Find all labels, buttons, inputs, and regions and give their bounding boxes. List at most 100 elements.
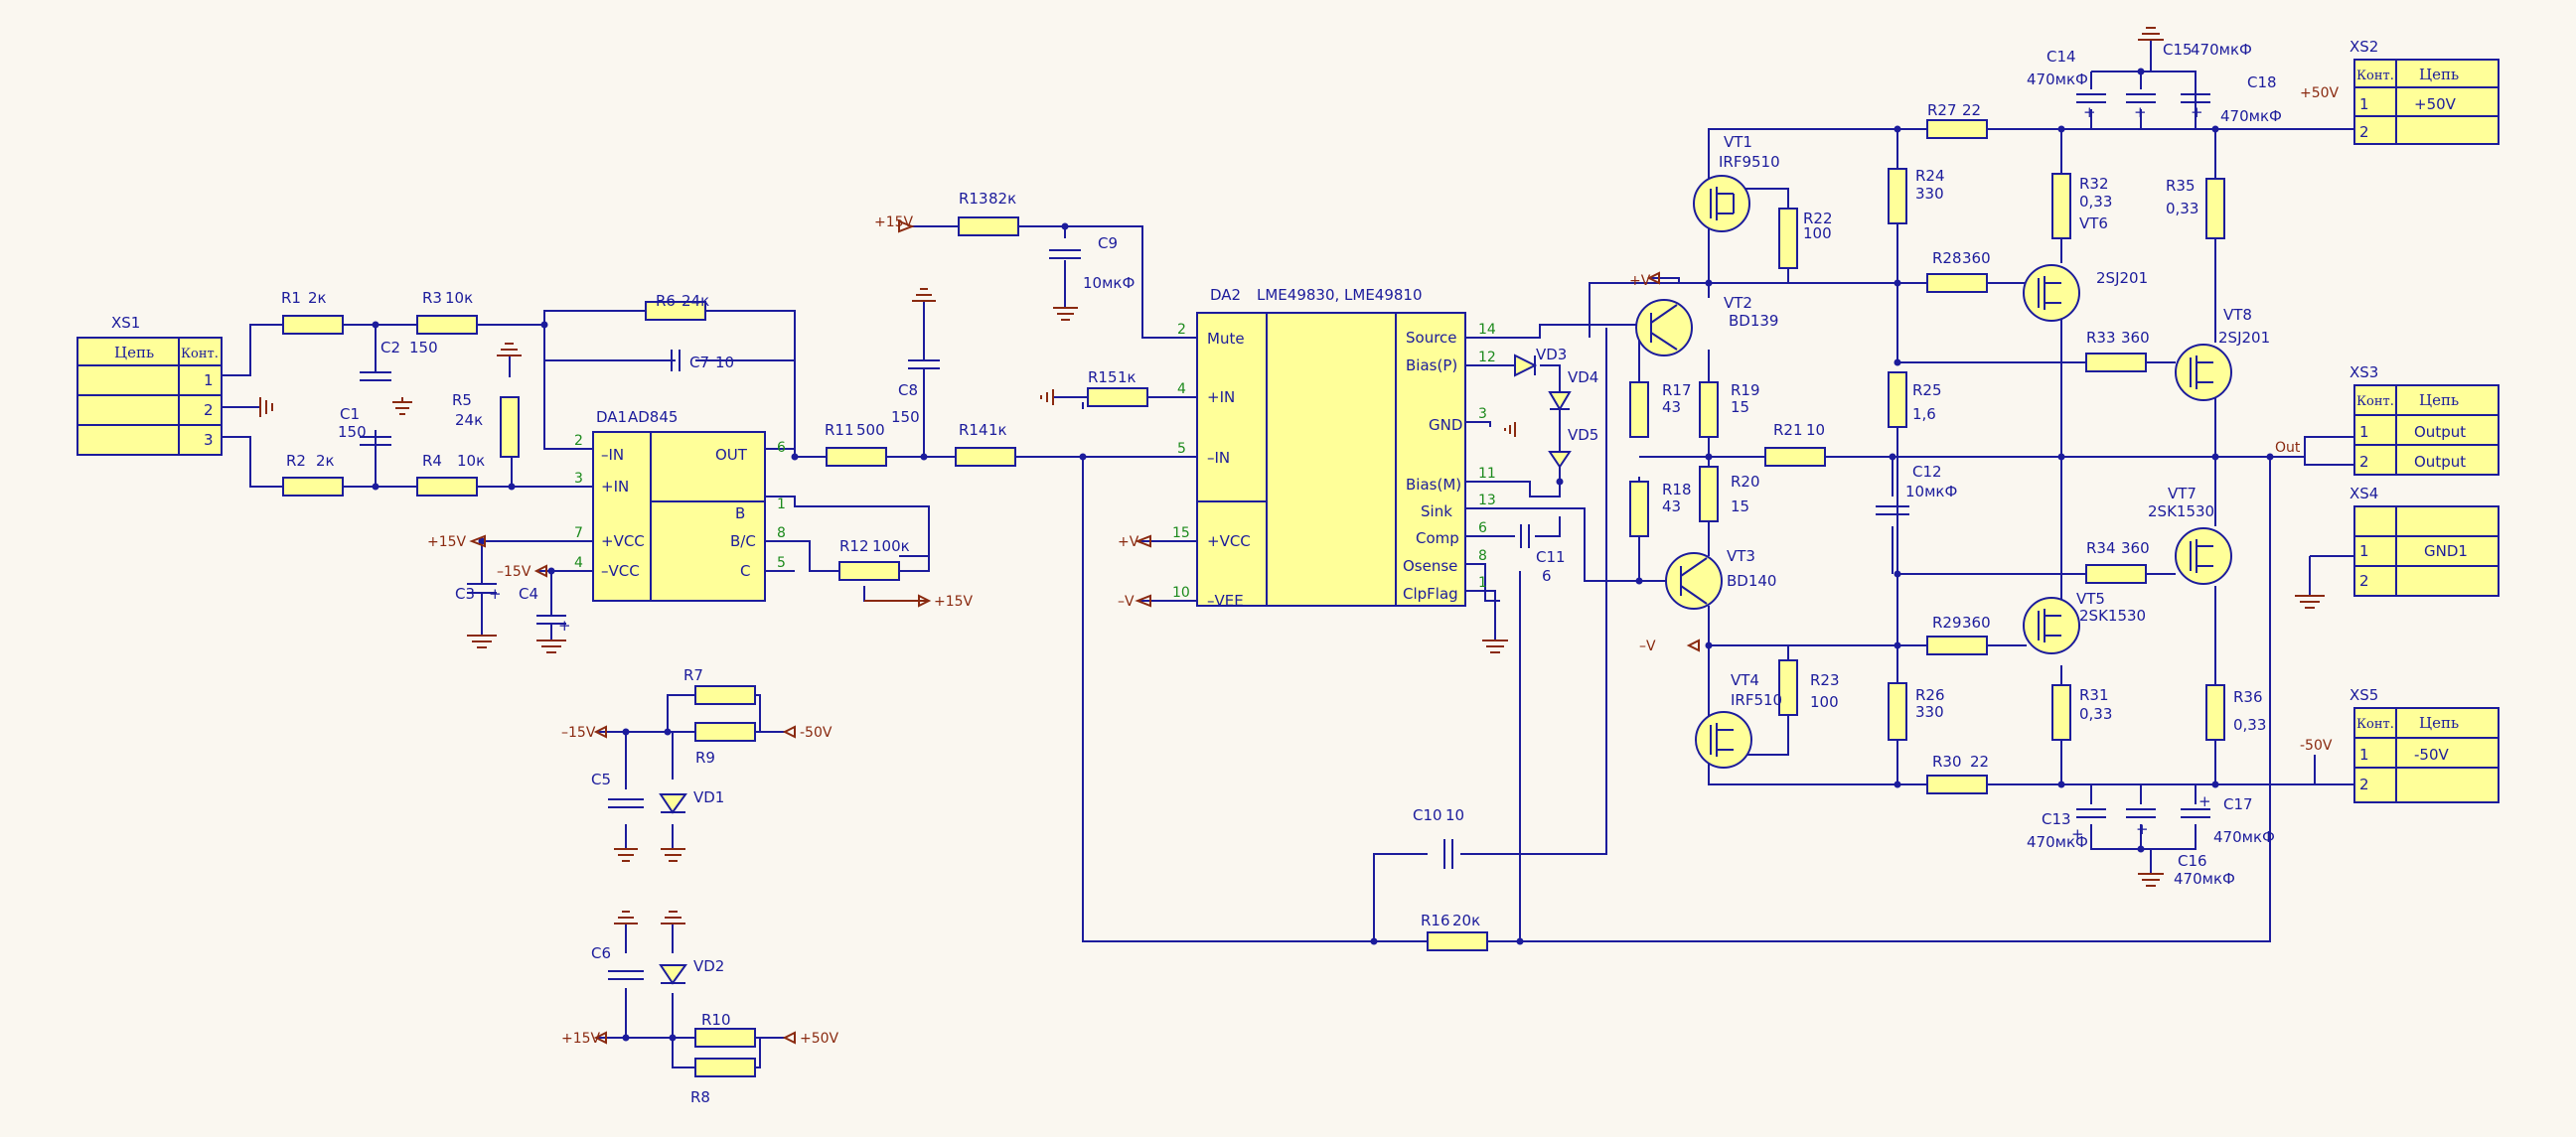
resistor-label: R30	[1932, 753, 1962, 771]
resistor-r9: R9	[694, 722, 756, 767]
da1-pin-name: B/C	[730, 532, 756, 550]
connector-head: Конт.	[2356, 394, 2394, 409]
svg-text:+: +	[489, 585, 502, 603]
connector-pin: 1	[2359, 746, 2369, 764]
connector-head: Цепь	[2419, 66, 2459, 83]
resistor-value: 500	[856, 421, 885, 439]
capacitor-c8: C8 150	[891, 301, 940, 426]
resistor-value: 0,33	[2166, 200, 2198, 217]
da2-ref: DA2	[1210, 286, 1241, 304]
resistor-label: R21	[1773, 421, 1803, 439]
resistor-label: R14	[959, 421, 988, 439]
power-label: –V	[1118, 594, 1135, 610]
transistor-label: VT7	[2168, 485, 2197, 502]
connector-pin: 2	[2359, 776, 2369, 793]
transistor-part: 2SJ201	[2096, 269, 2148, 287]
connector-net: +50V	[2414, 95, 2457, 113]
transistor-label: VT8	[2223, 306, 2252, 324]
transistor-part: IRF510	[1731, 691, 1782, 709]
svg-text:+: +	[2136, 820, 2149, 838]
capacitor-label: C11	[1536, 548, 1566, 566]
diode-vd3: VD3	[1514, 346, 1567, 377]
resistor-label: R31	[2079, 686, 2109, 704]
da2-pin-name: Mute	[1207, 330, 1245, 348]
resistor-r30: R30 22	[1926, 753, 1989, 794]
resistor-label: R4	[422, 452, 442, 470]
transistor-label: VT4	[1731, 671, 1759, 689]
resistor-value: 330	[1915, 185, 1944, 203]
ground-symbols	[259, 27, 2325, 924]
resistor-label: R26	[1915, 686, 1945, 704]
svg-text:+: +	[2134, 103, 2147, 121]
capacitor-label: C12	[1912, 463, 1942, 481]
transistor-part: 2SK1530	[2148, 502, 2214, 520]
power-label: -50V	[800, 725, 833, 741]
resistor-label: R9	[695, 749, 715, 767]
connector-head: Конт.	[181, 347, 219, 361]
transistor-part: IRF9510	[1719, 153, 1780, 171]
da1-pin-name: OUT	[715, 446, 748, 464]
capacitor-value: 150	[891, 408, 920, 426]
resistor-value: 2к	[308, 289, 327, 307]
da2-pin-name: –VEE	[1207, 592, 1244, 610]
resistor-label: R19	[1731, 381, 1760, 399]
power-label: +50V	[2300, 85, 2340, 101]
transistor-part: BD139	[1729, 312, 1778, 330]
capacitor-value: 470мкФ	[2191, 41, 2252, 59]
connector-pin: 1	[2359, 423, 2369, 441]
resistor-label: R8	[690, 1088, 710, 1106]
da1-pin: 4	[574, 555, 583, 571]
da2-pin-name: Osense	[1403, 557, 1457, 575]
resistor-label: R33	[2086, 329, 2116, 347]
connector-pin: 3	[204, 431, 214, 449]
resistor-label: R12	[839, 537, 869, 555]
da2-pin-name: GND	[1429, 416, 1462, 434]
capacitor-label: C1	[340, 405, 360, 423]
diode-vd4: VD4	[1548, 368, 1598, 437]
diodes: VD1 VD2 VD3 VD4 VD5	[659, 346, 1598, 985]
connector-xs3: XS3 Конт. Цепь 1 Output 2 Output	[2349, 363, 2500, 476]
resistor-value: 24к	[682, 292, 709, 310]
da1-pin-name: –IN	[601, 446, 624, 464]
capacitor-label: C10	[1413, 806, 1442, 824]
resistor-value: 10к	[445, 289, 473, 307]
transistor-label: VT1	[1724, 133, 1752, 151]
resistor-value: 10к	[457, 452, 485, 470]
resistor-value: 22	[1970, 753, 1989, 771]
connector-head: Цепь	[2419, 714, 2459, 732]
diode-label: VD4	[1568, 368, 1598, 386]
resistor-label: R20	[1731, 473, 1760, 491]
resistor-label: R27	[1927, 101, 1957, 119]
output-net-label: Out	[2275, 440, 2301, 456]
da2-pin-name: –IN	[1207, 449, 1230, 467]
power-label: +15V	[934, 594, 974, 610]
resistor-label: R22	[1803, 210, 1833, 227]
capacitor-value: 150	[409, 339, 438, 356]
resistor-label: R16	[1421, 912, 1450, 929]
connector-pin: 2	[204, 401, 214, 419]
resistor-value: 15	[1731, 398, 1749, 416]
da1-pin: 6	[777, 440, 786, 456]
capacitor-c5: C5	[591, 771, 644, 808]
resistor-label: R28	[1932, 249, 1962, 267]
capacitor-label: C8	[898, 381, 918, 399]
resistor-value: 15	[1731, 497, 1749, 515]
connector-net: Output	[2414, 423, 2466, 441]
da2-part: LME49830, LME49810	[1257, 286, 1423, 304]
